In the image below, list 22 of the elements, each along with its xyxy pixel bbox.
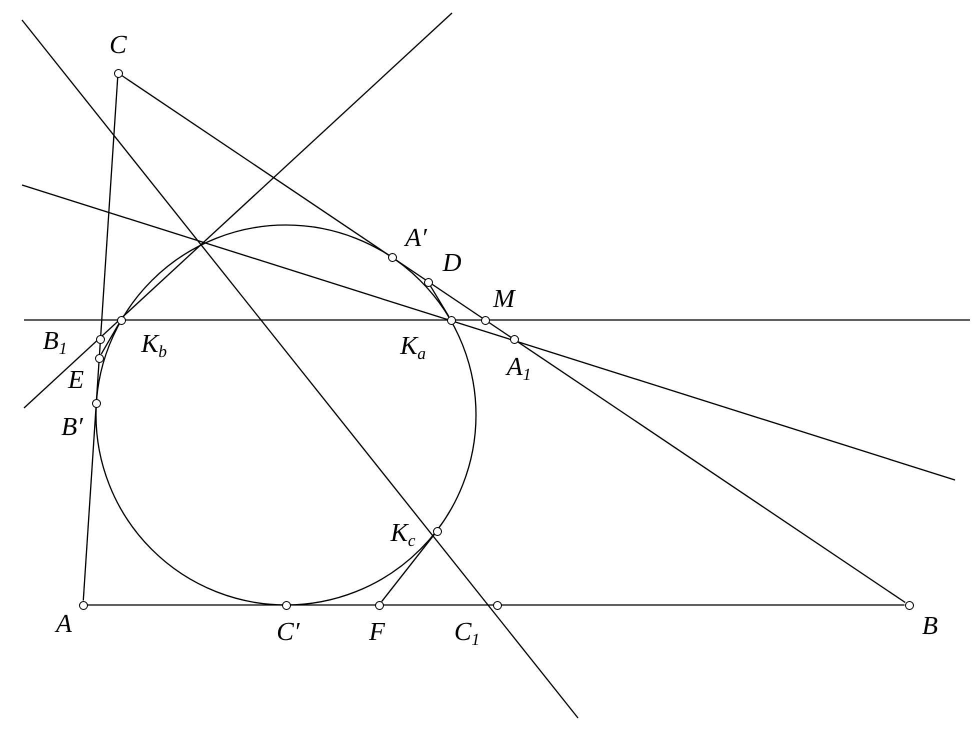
- point-label: D: [441, 248, 462, 278]
- line-segment: [88, 604, 904, 606]
- point-label: M: [492, 284, 517, 314]
- point-label: K$_{a}$: [398, 331, 427, 361]
- point-label: B′: [60, 412, 84, 442]
- point-label: C: [108, 30, 128, 60]
- line-segment: [100, 324, 120, 354]
- line-segment: [82, 77, 118, 601]
- line-segment: [121, 74, 906, 604]
- point-label: K$_{b}$: [140, 329, 168, 359]
- point-label: K$_{c}$: [389, 518, 416, 548]
- point-label: A$_{1}$: [504, 352, 532, 382]
- point-label: B: [921, 611, 939, 641]
- point-label: C$_{1}$: [453, 617, 481, 647]
- point-label: C′: [275, 617, 301, 647]
- point-label: E: [66, 365, 85, 395]
- line-segment: [430, 286, 450, 316]
- point-label: A: [54, 609, 73, 639]
- point-label: A′: [402, 223, 428, 253]
- line-segment: [381, 534, 435, 602]
- point-label: B$_{1}$: [42, 326, 68, 356]
- point-label: F: [368, 617, 386, 647]
